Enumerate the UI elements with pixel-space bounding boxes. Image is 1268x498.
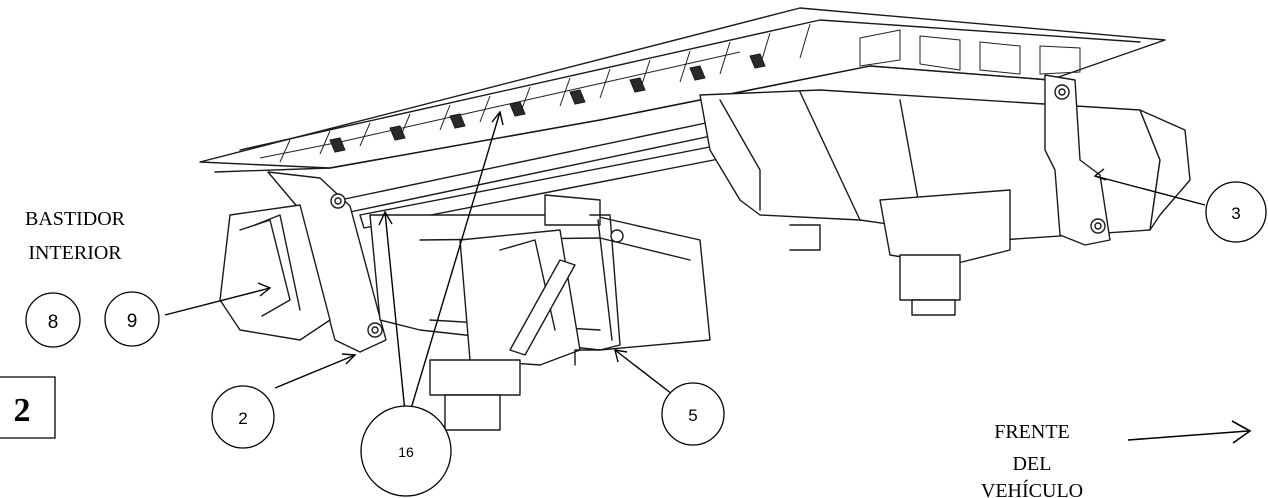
bastidor-line1: BASTIDOR: [25, 208, 126, 230]
front-direction-arrow: [1127, 420, 1252, 444]
callout-2-text: 2: [238, 409, 247, 428]
leader-lines: [164, 111, 1206, 413]
right-hanger: [789, 189, 1011, 316]
frente-line1: FRENTE: [994, 421, 1070, 443]
center-hanger: [429, 194, 601, 431]
chassis-drawing: [199, 7, 1191, 431]
callout-9-text: 9: [127, 311, 138, 332]
leader-2: [274, 354, 356, 389]
figure-number-box: 2: [0, 376, 56, 439]
callout-9: 9: [104, 291, 160, 347]
leader-16b: [409, 111, 501, 413]
bastidor-line2: INTERIOR: [28, 242, 122, 264]
grate-tray: [199, 7, 1166, 173]
inner-frame-rail: [219, 204, 331, 341]
callout-3: 3: [1205, 181, 1267, 243]
leader-5: [614, 349, 673, 395]
leader-3: [1094, 175, 1206, 206]
figure-number: 2: [14, 392, 31, 429]
callout-16-text: 16: [398, 444, 414, 460]
callout-5-text: 5: [688, 406, 697, 425]
callout-2: 2: [211, 385, 275, 449]
u-bolt: [574, 214, 624, 366]
callout-5: 5: [661, 382, 725, 446]
callout-8: 8: [25, 292, 81, 348]
frente-line2: DEL: [1013, 453, 1052, 475]
frente-line3: VEHÍCULO: [981, 479, 1083, 498]
frente-label: FRENTE DEL VEHÍCULO: [981, 421, 1083, 498]
leader-arrowheads: [257, 110, 1107, 365]
right-plate: [1044, 74, 1111, 246]
leader-9: [164, 287, 271, 316]
callout-3-text: 3: [1231, 204, 1240, 223]
callout-8-text: 8: [48, 312, 59, 333]
bastidor-label: BASTIDOR INTERIOR: [25, 208, 126, 264]
leader-16a: [384, 211, 406, 413]
callout-16: 16: [360, 405, 452, 497]
